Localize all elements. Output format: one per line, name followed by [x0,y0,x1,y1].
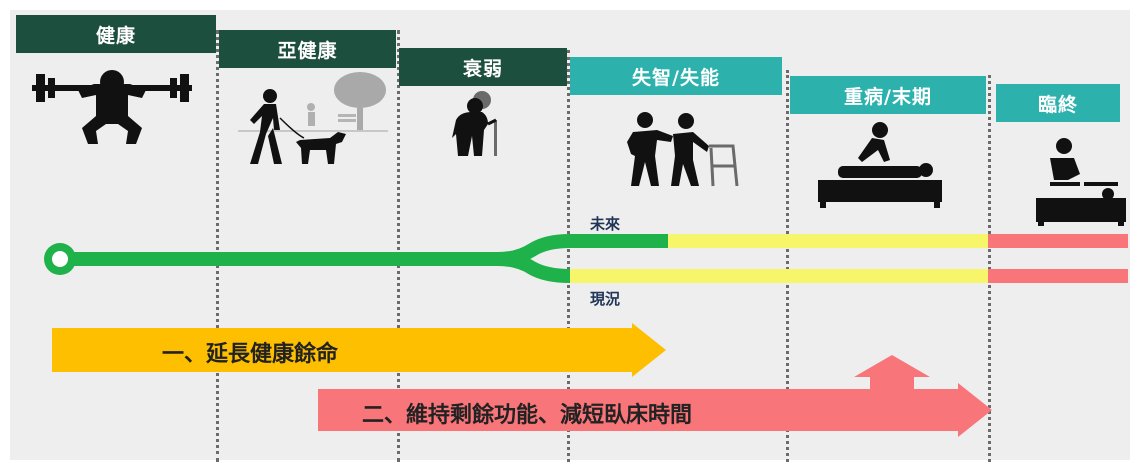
future-label: 未來 [590,215,621,233]
stage-header-subhealthy: 亞健康 [219,30,396,68]
future-yellow-segment [668,234,988,248]
end-of-life-bed-icon [1036,138,1126,226]
stage-header-healthy: 健康 [16,15,216,53]
current-yellow-segment [570,269,988,283]
person-walking-dog-icon [238,72,388,164]
stage-header-frail: 衰弱 [399,48,567,86]
start-point-inner [52,251,68,267]
stage-header-end-of-life: 臨終 [996,84,1120,122]
weightlifter-icon [32,70,192,144]
caregiver-walker-icon [627,112,739,187]
current-label: 現況 [590,290,621,308]
stage-header-dementia-disability: 失智/失能 [570,57,782,95]
caregiver-patient-bed-icon [818,122,942,208]
stage-divider [216,30,219,462]
stage-divider [567,50,570,462]
future-red-segment [988,234,1128,248]
elderly-with-cane-icon [452,91,497,156]
stage-header-severe-terminal: 重病/末期 [790,76,986,114]
current-red-segment [988,269,1128,283]
extend-healthy-life-arrow [52,323,666,377]
maintain-function-arrow [318,383,992,437]
extend-healthy-life-label: 一、延長健康餘命 [162,342,339,367]
shared-path [60,234,668,266]
up-arrow [854,355,930,395]
stage-divider [397,30,400,462]
current-branch [497,252,571,283]
stage-divider [988,75,991,462]
maintain-function-label: 二、維持剩餘功能、減短臥床時間 [362,403,693,428]
stage-divider [786,70,789,462]
